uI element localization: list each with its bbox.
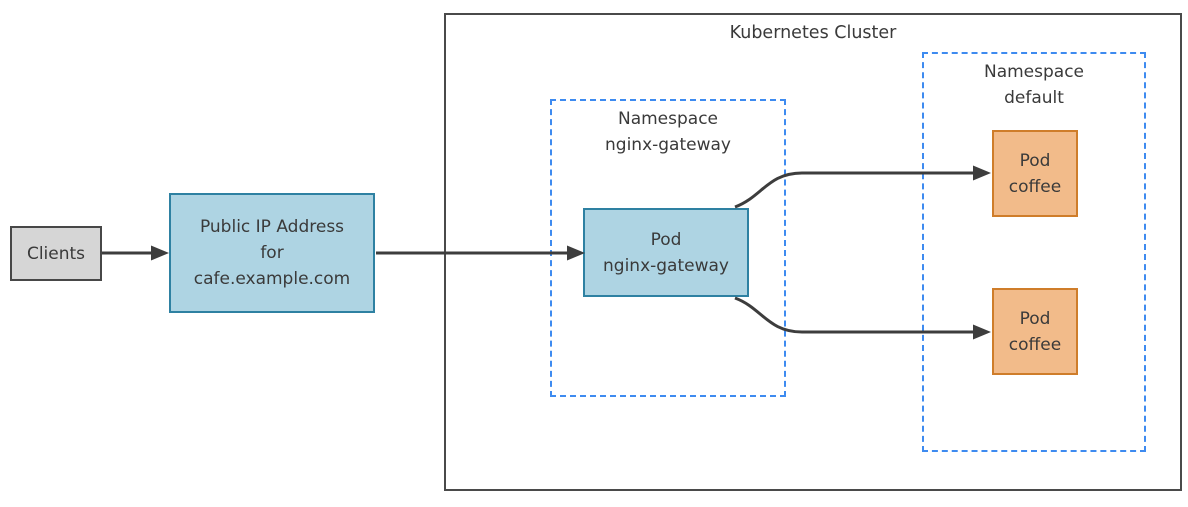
pod-nginx-gateway-box: Pod nginx-gateway: [583, 208, 749, 297]
pod-coffee-top-box: Pod coffee: [992, 130, 1078, 217]
namespace-nginx-gateway-box: Namespace nginx-gateway: [550, 99, 786, 397]
pod-coffee-bottom-line-1: Pod: [1019, 308, 1051, 329]
namespace-default-title-line-2: default: [1004, 88, 1064, 108]
pod-coffee-bottom-box: Pod coffee: [992, 288, 1078, 375]
arrow-clients-to-public-ip: [102, 245, 169, 261]
pod-coffee-top-line-2: coffee: [1008, 176, 1062, 197]
pod-nginx-gateway-line-1: Pod: [650, 229, 682, 250]
namespace-default-title-line-1: Namespace: [983, 62, 1085, 82]
namespace-nginx-gateway-title: Namespace nginx-gateway: [552, 106, 784, 158]
clients-label: Clients: [26, 243, 86, 264]
namespace-default-title: Namespace default: [924, 59, 1144, 111]
kubernetes-cluster-title: Kubernetes Cluster: [729, 23, 897, 43]
public-ip-box: Public IP Address for cafe.example.com: [169, 193, 375, 313]
public-ip-line-2: for: [260, 243, 284, 263]
clients-box: Clients: [10, 226, 102, 281]
pod-nginx-gateway-line-2: nginx-gateway: [603, 255, 729, 276]
namespace-default-box: Namespace default: [922, 52, 1146, 452]
namespace-nginx-gateway-title-line-1: Namespace: [617, 109, 719, 129]
namespace-nginx-gateway-title-line-2: nginx-gateway: [605, 135, 731, 155]
pod-coffee-bottom-line-2: coffee: [1008, 334, 1062, 355]
public-ip-line-1: Public IP Address: [199, 217, 345, 237]
public-ip-line-3: cafe.example.com: [193, 269, 351, 289]
pod-coffee-top-line-1: Pod: [1019, 150, 1051, 171]
